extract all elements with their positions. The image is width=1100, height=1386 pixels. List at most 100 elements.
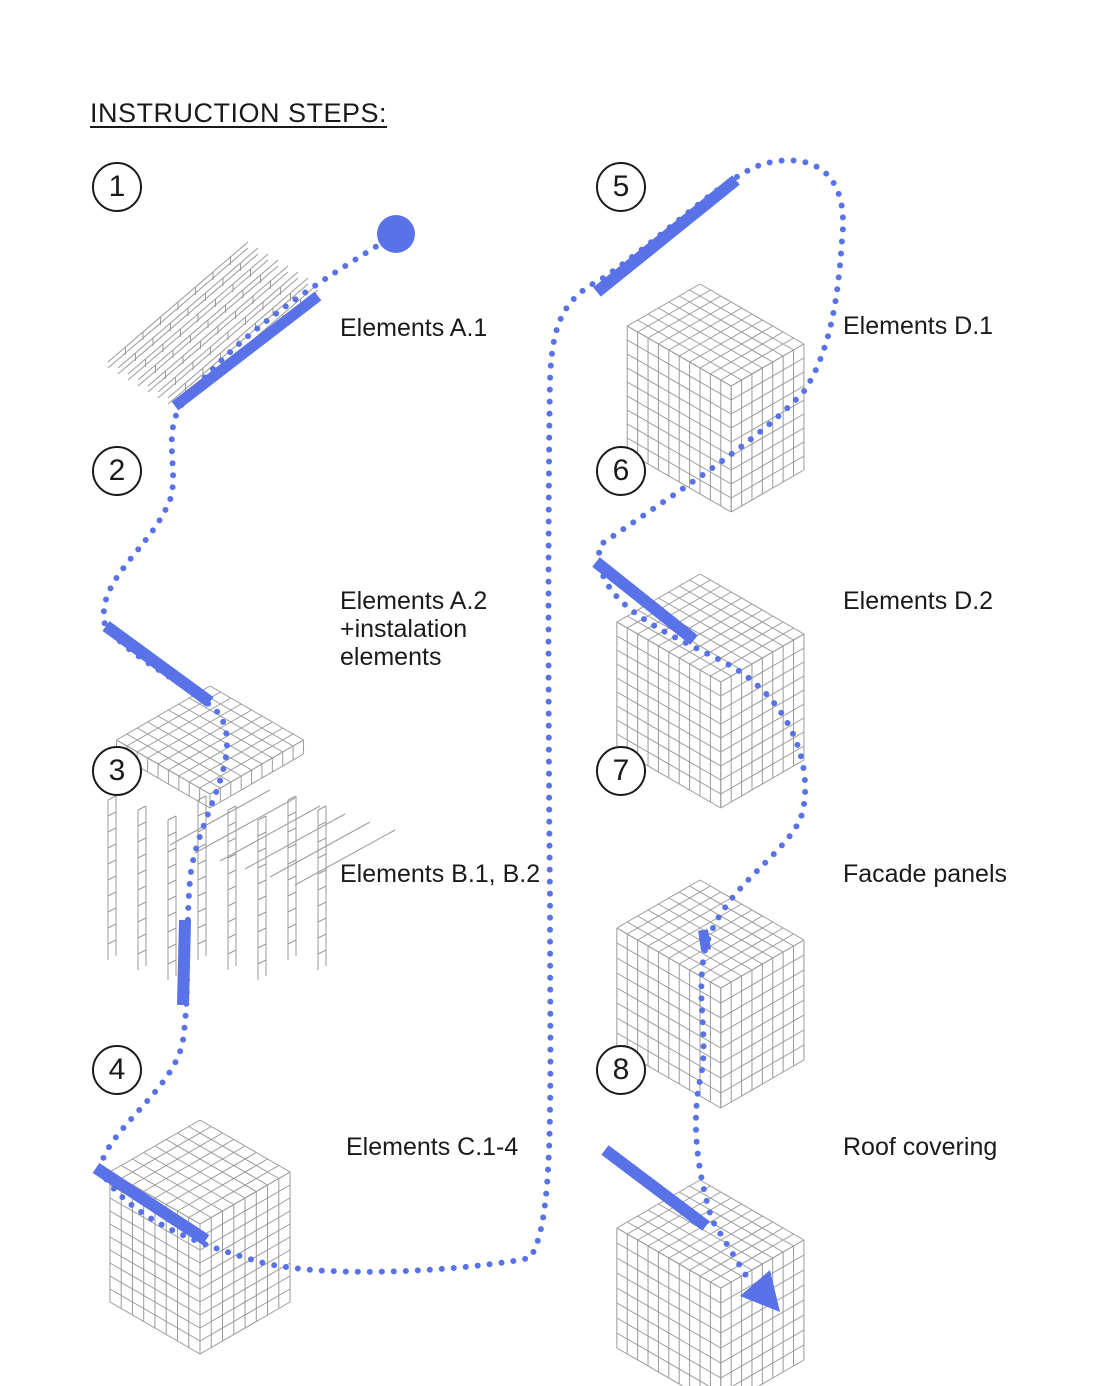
frame-tick	[137, 949, 147, 955]
frame-tick	[227, 837, 237, 843]
grid-line	[616, 1257, 722, 1319]
frame-tick	[287, 795, 297, 801]
step-7-number: 7	[596, 746, 646, 796]
grid-line	[199, 1119, 291, 1173]
grid-line	[720, 1029, 805, 1079]
grid-line	[616, 1317, 722, 1379]
step-8-label-line: Roof covering	[843, 1133, 998, 1161]
grid-line	[720, 999, 805, 1049]
grid-line	[199, 1210, 291, 1264]
frame-tick	[227, 949, 237, 955]
step-1-number: 1	[92, 162, 142, 212]
step-7-label: Facade panels	[843, 860, 1007, 888]
grid-line	[720, 1284, 805, 1334]
step-7-highlight	[698, 929, 711, 951]
frame-tick	[167, 879, 177, 885]
grid-line	[126, 733, 221, 789]
grid-line	[658, 301, 732, 345]
frame-tick	[287, 811, 297, 817]
step-8-highlight	[601, 1145, 710, 1231]
grid-line	[699, 1179, 805, 1241]
grid-line	[637, 319, 742, 381]
frame-tick	[227, 821, 237, 827]
structure-grids	[107, 241, 805, 1386]
grid-line	[109, 1301, 201, 1355]
grid-line	[689, 319, 763, 363]
grid-line	[668, 301, 773, 363]
step-3-number: 3	[92, 746, 142, 796]
grid-line	[730, 441, 805, 485]
frame-tick	[107, 891, 117, 897]
frame-tick	[257, 879, 267, 885]
grid-line	[730, 371, 805, 415]
frame-line	[269, 821, 371, 878]
grid-line	[188, 697, 283, 753]
grid-line	[720, 1314, 805, 1364]
grid-line	[720, 759, 805, 809]
grid-line	[157, 715, 252, 771]
grid-line	[699, 283, 805, 345]
grid-line	[689, 289, 794, 351]
grid-line	[109, 1262, 201, 1316]
grid-line	[637, 1215, 742, 1277]
grid-line	[109, 1210, 201, 1264]
frame-line	[294, 829, 396, 886]
grid-line	[730, 413, 805, 457]
step-2-label-line-2: +instalation	[340, 615, 468, 643]
grid-line	[658, 307, 763, 369]
grid-line	[710, 331, 784, 375]
grid-line	[209, 753, 304, 809]
grid-line	[132, 1158, 223, 1212]
frame-tick	[257, 959, 267, 965]
grid-line	[668, 897, 773, 959]
grid-line	[720, 1044, 805, 1094]
frame-tick	[287, 891, 297, 897]
frame-tick	[317, 805, 327, 811]
frame-tick	[257, 911, 267, 917]
step-5-label: Elements D.1	[843, 312, 993, 340]
grid-line	[627, 395, 732, 457]
grid-line	[616, 1347, 684, 1386]
frame-line	[194, 797, 296, 854]
grid-line	[168, 715, 263, 771]
route-end-arrow	[740, 1270, 780, 1312]
step-8-number: 8	[596, 1045, 646, 1095]
grid-line	[627, 283, 701, 327]
step-5-label-line: Elements D.1	[843, 312, 994, 340]
frame-tick	[167, 847, 177, 853]
grid-line	[199, 691, 294, 747]
step-2-label-line-3: elements	[340, 643, 442, 671]
grid-line	[627, 423, 732, 485]
frame-tick	[317, 837, 327, 843]
grid-line	[143, 1152, 235, 1205]
grid-line	[658, 1203, 763, 1265]
frame-tick	[317, 885, 327, 891]
grid-line	[188, 1126, 280, 1179]
frame-tick	[197, 875, 207, 881]
grid-line	[720, 1059, 805, 1109]
frame-tick	[197, 843, 207, 849]
grid-line	[627, 437, 732, 499]
grid-line	[720, 703, 805, 753]
grid-line	[627, 339, 732, 401]
grid-line	[616, 649, 722, 711]
grid-line	[647, 295, 722, 339]
grid-line	[637, 289, 711, 333]
frame-tick	[197, 795, 207, 801]
grid-line	[720, 1299, 805, 1349]
step-3-frames	[107, 789, 396, 980]
grid-line	[616, 733, 722, 795]
frame-tick	[137, 885, 147, 891]
grid-line	[199, 1223, 291, 1277]
frame-tick	[107, 795, 117, 801]
grid-line	[147, 721, 242, 777]
grid-line	[109, 1197, 201, 1251]
step-3-highlight	[177, 919, 191, 1006]
frame-tick	[167, 927, 177, 933]
frame-tick	[197, 923, 207, 929]
grid-line	[678, 295, 784, 357]
grid-line	[720, 731, 805, 781]
grid-line	[616, 1242, 722, 1304]
step-6-number: 6	[596, 446, 646, 496]
grid-line	[720, 717, 805, 767]
